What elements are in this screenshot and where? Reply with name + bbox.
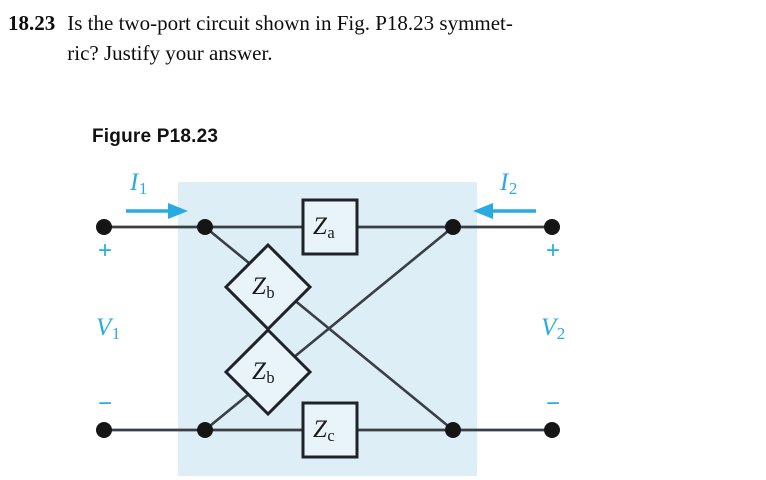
terminal-node-top-left [96,219,112,235]
polarity-plus-right: + [546,237,561,264]
impedance-label-zb-lower-symbol: Z [252,358,266,385]
current-arrow-i2-icon [473,203,536,219]
impedance-label-zc: Zc [313,417,335,444]
junction-node-bottom-left-inner [197,422,213,438]
circuit-figure: I1 I2 + + V1 V2 − − Za Zb Zb Zc [0,160,766,480]
junction-node-bottom-right-inner [445,422,461,438]
current-label-i2-subscript: 2 [508,178,518,198]
problem-text-line-2: ric? Justify your answer. [67,41,273,65]
impedance-label-za: Za [313,214,335,241]
impedance-label-zb-lower-subscript: b [266,367,275,387]
problem-number: 18.23 [8,11,56,35]
terminal-node-bottom-left [96,422,112,438]
current-label-i2-symbol: I [500,169,509,196]
impedance-box-za [301,198,359,256]
current-arrow-i1-icon [126,203,188,219]
current-label-i1-subscript: 1 [138,178,148,198]
polarity-plus-left: + [98,237,113,264]
polarity-minus-right: − [546,390,561,417]
junction-node-top-right-inner [445,219,461,235]
impedance-diamond-zb-lower [223,327,313,417]
terminal-node-bottom-right [544,422,560,438]
impedance-label-zb-lower: Zb [252,359,275,386]
current-label-i2: I2 [500,170,517,197]
voltage-label-v2-subscript: 2 [556,323,566,343]
impedance-label-zb-upper-subscript: b [266,282,275,302]
voltage-label-v2-symbol: V [541,314,557,341]
problem-statement: 18.23 Is the two-port circuit shown in F… [8,8,748,68]
impedance-label-zc-symbol: Z [313,416,327,443]
polarity-minus-left: − [98,390,113,417]
terminal-node-top-right [544,219,560,235]
problem-text: Is the two-port circuit shown in Fig. P1… [67,8,707,68]
voltage-label-v1: V1 [96,315,120,342]
impedance-label-zc-subscript: c [327,425,335,445]
current-label-i1-symbol: I [130,169,139,196]
problem-text-line-1: Is the two-port circuit shown in Fig. P1… [67,11,513,35]
voltage-label-v1-subscript: 1 [111,323,121,343]
figure-caption: Figure P18.23 [92,126,219,147]
junction-node-top-left-inner [197,219,213,235]
impedance-box-zc [301,401,359,459]
impedance-label-zb-upper: Zb [252,274,275,301]
current-label-i1: I1 [130,170,147,197]
impedance-label-za-subscript: a [327,222,335,242]
diagonal-wire-lower-left-to-upper-right [203,225,455,432]
voltage-label-v2: V2 [541,315,565,342]
impedance-label-za-symbol: Z [313,213,327,240]
circuit-schematic [96,182,560,476]
impedance-label-zb-upper-symbol: Z [252,273,266,300]
voltage-label-v1-symbol: V [96,314,112,341]
